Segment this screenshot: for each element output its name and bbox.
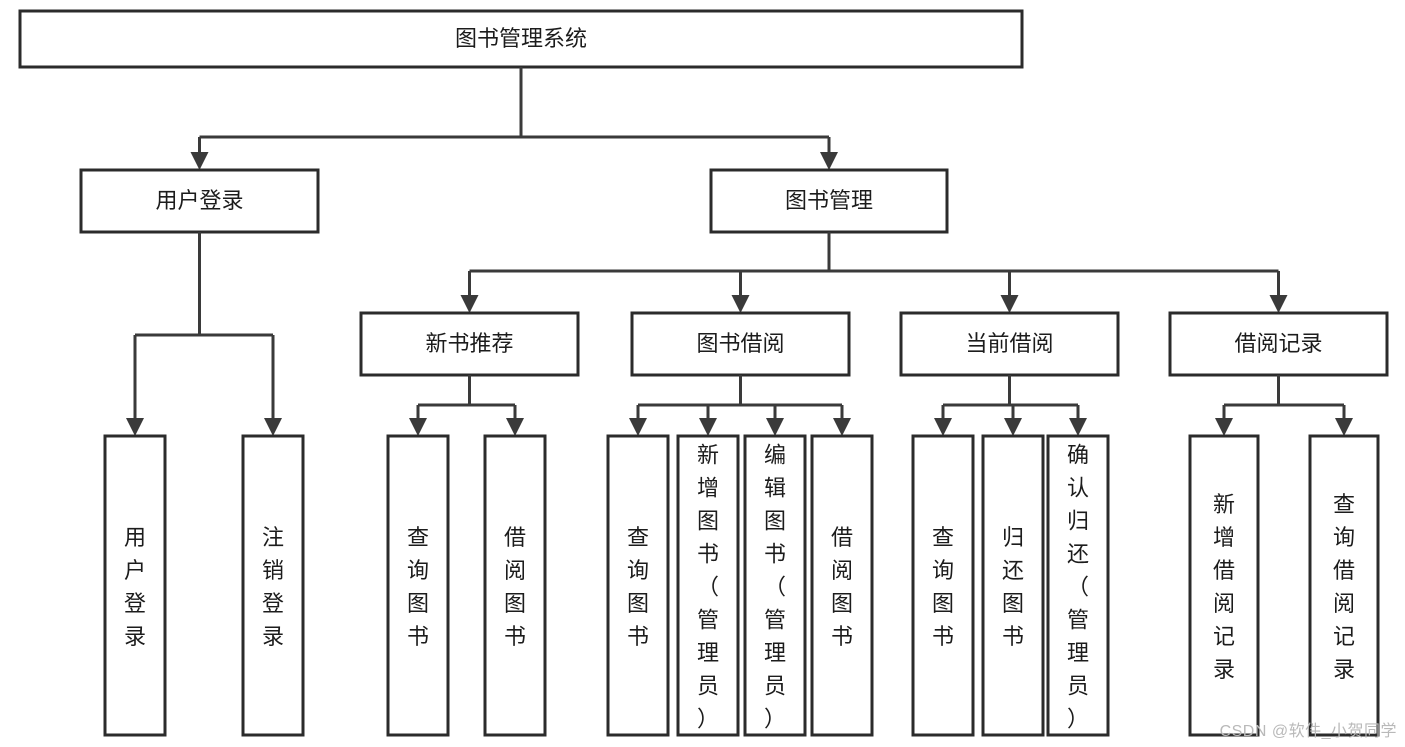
- leaf-new-book-recommend-0-label: 查询图书: [407, 525, 429, 649]
- node-level3-1-rect: [630, 311, 851, 377]
- leaf-borrow-record-0-label: 新增借阅记录: [1213, 492, 1235, 682]
- leaf-user-login-0-rect: [103, 434, 167, 737]
- leaf-book-borrow-0[interactable]: 查询图书: [606, 434, 670, 737]
- leaf-book-borrow-3-rect: [810, 434, 874, 737]
- edge-root-to-level2-1-head: [820, 152, 838, 170]
- edge-book_borrow-leaf-0-head: [629, 418, 647, 436]
- node-level2-1-label: 图书管理: [785, 188, 873, 213]
- leaf-user-login-1[interactable]: 注销登录: [241, 434, 305, 737]
- leaf-book-borrow-3-label: 借阅图书: [831, 525, 853, 649]
- node-level2-1[interactable]: 图书管理: [709, 168, 949, 234]
- node-level3-3-label: 借阅记录: [1234, 331, 1322, 356]
- edge-current_borrow-leaf-1-head: [1004, 418, 1022, 436]
- leaf-book-borrow-2[interactable]: 编辑图书（管理员）: [743, 434, 807, 737]
- leaf-current-borrow-2-rect: [1046, 434, 1110, 737]
- leaf-book-borrow-2-rect: [743, 434, 807, 737]
- leaf-user-login-1-label: 注销登录: [262, 525, 284, 649]
- edge-book-manage-level3-0-head: [460, 295, 479, 313]
- leaf-current-borrow-0[interactable]: 查询图书: [911, 434, 975, 737]
- leaf-new-book-recommend-1[interactable]: 借阅图书: [483, 434, 547, 737]
- node-level3-3[interactable]: 借阅记录: [1168, 311, 1389, 377]
- node-level3-2[interactable]: 当前借阅: [899, 311, 1120, 377]
- leaf-book-borrow-2-label: 编辑图书（管理员）: [764, 443, 786, 732]
- edge-new_book_recommend-leaf-0-head: [409, 418, 427, 436]
- leaf-book-borrow-1[interactable]: 新增图书（管理员）: [676, 434, 740, 737]
- node-root-rect: [18, 9, 1024, 69]
- leaf-user-login-0[interactable]: 用户登录: [103, 434, 167, 737]
- node-level3-2-rect: [899, 311, 1120, 377]
- leaf-book-borrow-0-label: 查询图书: [627, 525, 649, 649]
- edge-book-manage-level3-2-head: [1000, 295, 1019, 313]
- edge-book_borrow-leaf-1-head: [699, 418, 717, 436]
- edge-current_borrow-leaf-0-head: [934, 418, 952, 436]
- node-level3-3-rect: [1168, 311, 1389, 377]
- leaf-new-book-recommend-0[interactable]: 查询图书: [386, 434, 450, 737]
- edge-book-manage-level3-1-head: [731, 295, 750, 313]
- edge-root-to-level2-0-head: [190, 152, 209, 170]
- edge-new_book_recommend-leaf-1-head: [506, 418, 524, 436]
- leaf-new-book-recommend-1-rect: [483, 434, 547, 737]
- node-level3-0-rect: [359, 311, 580, 377]
- node-level3-0[interactable]: 新书推荐: [359, 311, 580, 377]
- node-level2-1-rect: [709, 168, 949, 234]
- leaf-current-borrow-0-label: 查询图书: [932, 525, 954, 649]
- edge-book_borrow-leaf-3-head: [833, 418, 851, 436]
- node-level2-0[interactable]: 用户登录: [79, 168, 320, 234]
- watermark-text: CSDN @软件_小贺同学: [1219, 723, 1397, 740]
- node-root[interactable]: 图书管理系统: [18, 9, 1024, 69]
- leaf-borrow-record-1-rect: [1308, 434, 1380, 737]
- leaf-book-borrow-3[interactable]: 借阅图书: [810, 434, 874, 737]
- leaf-current-borrow-1-rect: [981, 434, 1045, 737]
- leaf-user-login-1-rect: [241, 434, 305, 737]
- leaf-current-borrow-0-rect: [911, 434, 975, 737]
- edge-borrow_record-leaf-1-head: [1335, 418, 1353, 436]
- leaf-new-book-recommend-0-rect: [386, 434, 450, 737]
- leaf-book-borrow-0-rect: [606, 434, 670, 737]
- node-level2-0-label: 用户登录: [155, 188, 243, 213]
- leaf-user-login-0-label: 用户登录: [124, 525, 146, 649]
- edge-current_borrow-leaf-2-head: [1069, 418, 1087, 436]
- node-level3-0-label: 新书推荐: [425, 331, 513, 356]
- leaf-borrow-record-1-label: 查询借阅记录: [1333, 492, 1355, 682]
- edge-user-login-leaf-1-head: [264, 418, 282, 436]
- node-level3-1[interactable]: 图书借阅: [630, 311, 851, 377]
- leaf-current-borrow-2-label: 确认归还（管理员）: [1067, 443, 1089, 732]
- node-level3-1-label: 图书借阅: [696, 331, 784, 356]
- node-root-label: 图书管理系统: [455, 26, 587, 51]
- leaf-new-book-recommend-1-label: 借阅图书: [504, 525, 526, 649]
- edge-book_borrow-leaf-2-head: [766, 418, 784, 436]
- leaf-borrow-record-0-rect: [1188, 434, 1260, 737]
- leaf-book-borrow-1-label: 新增图书（管理员）: [697, 443, 719, 732]
- leaf-borrow-record-1[interactable]: 查询借阅记录: [1308, 434, 1380, 737]
- leaf-current-borrow-2[interactable]: 确认归还（管理员）: [1046, 434, 1110, 737]
- leaf-current-borrow-1[interactable]: 归还图书: [981, 434, 1045, 737]
- edge-user-login-leaf-0-head: [126, 418, 144, 436]
- leaf-borrow-record-0[interactable]: 新增借阅记录: [1188, 434, 1260, 737]
- edge-borrow_record-leaf-0-head: [1215, 418, 1233, 436]
- leaf-current-borrow-1-label: 归还图书: [1002, 525, 1024, 649]
- leaf-book-borrow-1-rect: [676, 434, 740, 737]
- node-level3-2-label: 当前借阅: [965, 331, 1053, 356]
- edge-book-manage-level3-3-head: [1269, 295, 1288, 313]
